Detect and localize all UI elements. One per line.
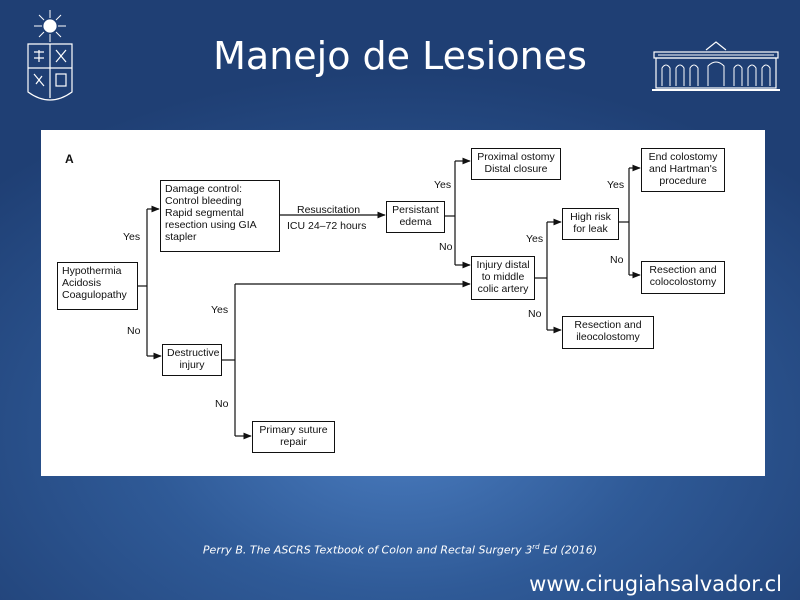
node-hypothermia: Hypothermia Acidosis Coagulopathy — [57, 262, 138, 310]
node-destructive-injury: Destructive injury — [162, 344, 222, 376]
node-resection-colocolostomy: Resection and colocolostomy — [641, 261, 725, 294]
label-no-primary: No — [215, 398, 229, 410]
label-no-ileo: No — [528, 308, 542, 320]
label-resuscitation: Resuscitation — [297, 204, 361, 216]
label-yes-highrisk: Yes — [526, 233, 544, 245]
label-yes-endcol: Yes — [607, 179, 625, 191]
node-resection-ileocolostomy: Resection and ileocolostomy — [562, 316, 654, 349]
label-no-destructive: No — [127, 325, 141, 337]
label-yes-damage: Yes — [123, 231, 141, 243]
panel-letter: A — [65, 152, 74, 166]
citation-end: Ed (2016) — [539, 543, 598, 557]
website-url[interactable]: www.cirugiahsalvador.cl — [529, 572, 782, 596]
citation-main: Perry B. The ASCRS Textbook of Colon and… — [202, 543, 533, 557]
node-proximal-ostomy: Proximal ostomy Distal closure — [471, 148, 561, 180]
flowchart-connectors — [138, 157, 641, 440]
hospital-building-logo — [652, 41, 780, 91]
label-no-rescolo: No — [610, 254, 624, 266]
label-no-injury: No — [439, 241, 453, 253]
slide-title: Manejo de Lesiones — [213, 34, 587, 78]
node-primary-suture: Primary suture repair — [252, 421, 335, 453]
flowchart-panel: A Hypothermia Acidosis Coagulopathy Dama… — [41, 130, 765, 476]
node-injury-distal: Injury distal to middle colic artery — [471, 256, 535, 300]
node-damage-control: Damage control: Control bleeding Rapid s… — [160, 180, 280, 252]
label-yes-proximal: Yes — [434, 179, 452, 191]
university-seal-logo — [27, 10, 73, 101]
citation-superscript: rd — [532, 543, 540, 551]
citation: Perry B. The ASCRS Textbook of Colon and… — [0, 543, 800, 557]
label-icu-hours: ICU 24–72 hours — [287, 220, 367, 232]
node-persistant-edema: Persistant edema — [386, 201, 445, 233]
node-end-colostomy: End colostomy and Hartman's procedure — [641, 148, 725, 192]
node-high-risk: High risk for leak — [562, 208, 619, 240]
label-yes-destructive: Yes — [211, 304, 229, 316]
